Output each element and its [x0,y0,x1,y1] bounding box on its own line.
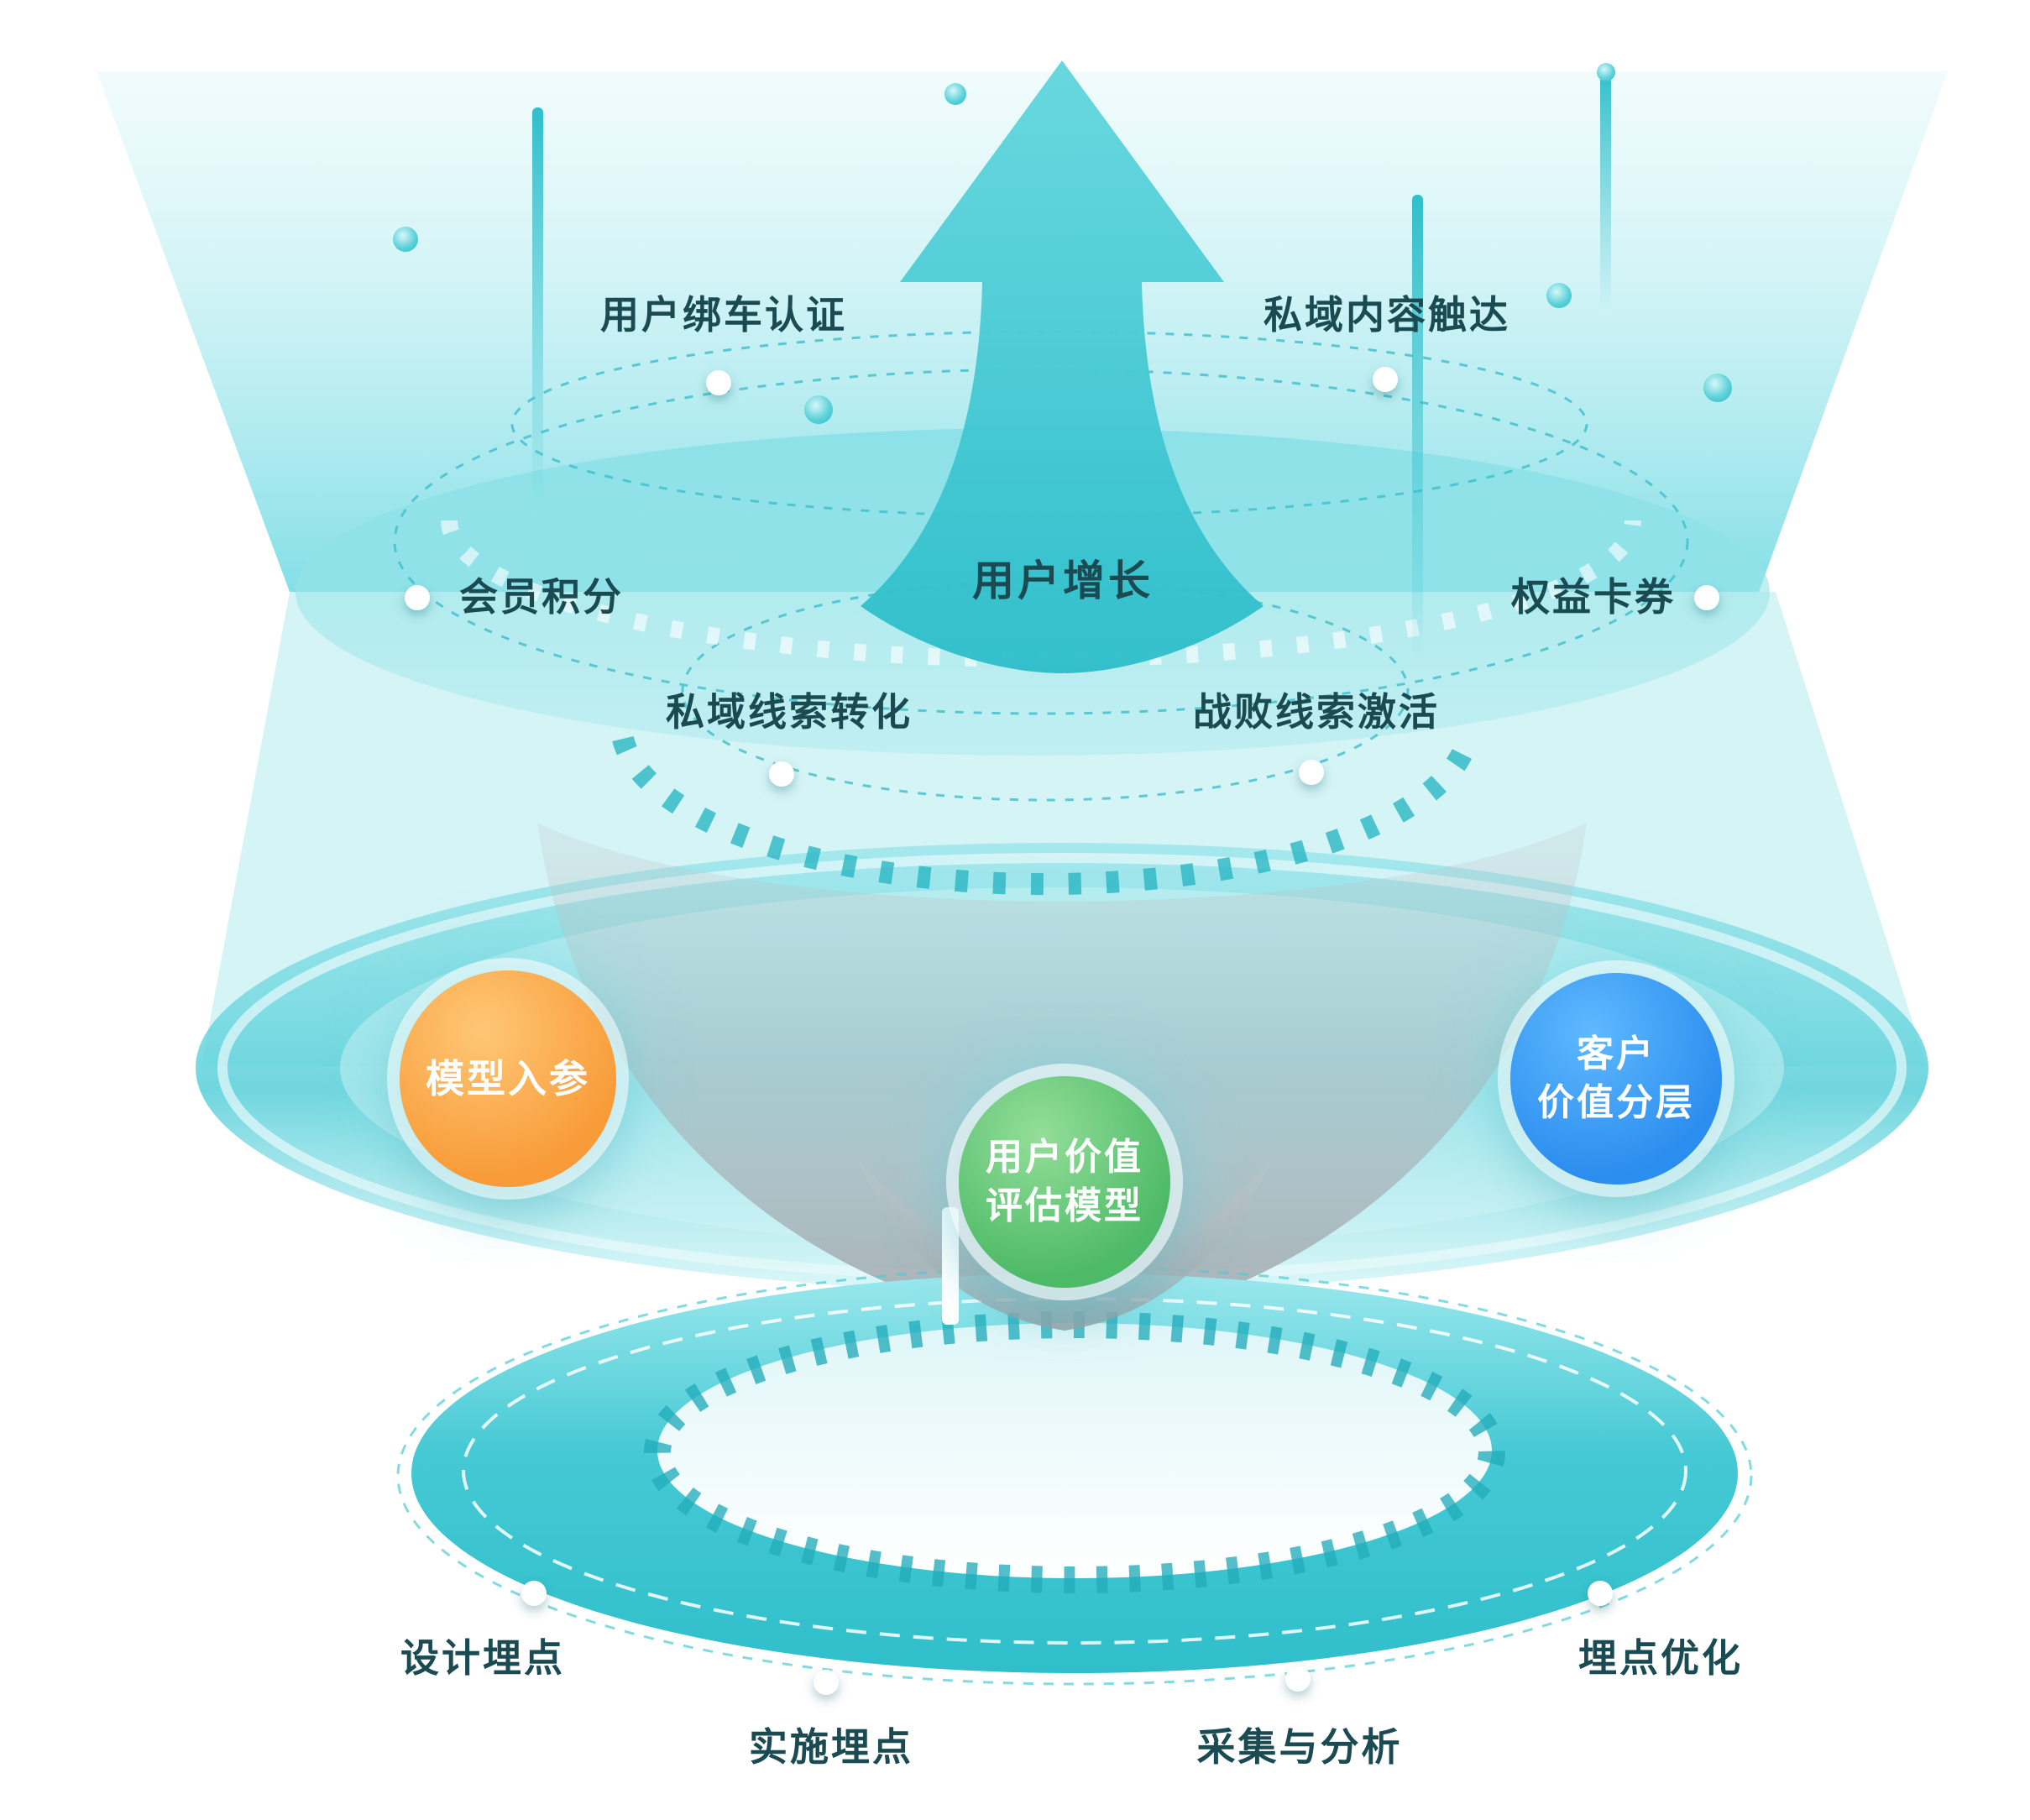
label-tracking-optimize: 埋点优化 [1578,1636,1743,1680]
bubble-icon [393,227,418,252]
label-user-growth: 用户增长 [972,557,1154,604]
label-user-car-binding: 用户绑车认证 [600,293,847,337]
light-beam [1600,67,1611,311]
node-user-value-model-line2: 评估模型 [986,1185,1143,1226]
bubble-icon [804,395,833,424]
bowl-ticks [612,735,1478,896]
label-lost-lead-activation: 战败线索激活 [1193,690,1440,734]
cone-slit [942,1207,959,1325]
node-user-value-model: 用户价值 评估模型 [959,1076,1170,1288]
cone-tip [856,1158,1273,1331]
node-model-input-label: 模型入参 [426,1056,590,1101]
label-benefit-cards: 权益卡券 [1511,575,1676,619]
node-customer-value-tier: 客户 价值分层 [1510,973,1722,1185]
base-ring [396,1266,1753,1686]
label-collect-analyze: 采集与分析 [1196,1725,1403,1769]
node-user-value-model-line1: 用户价值 [986,1136,1143,1178]
node-customer-value-tier-line1: 客户 [1577,1033,1656,1075]
label-implement-tracking: 实施埋点 [749,1725,913,1769]
label-dots [405,367,1719,1695]
label-private-lead-conversion: 私域线索转化 [666,690,913,734]
node-customer-value-tier-line2: 价值分层 [1537,1082,1695,1123]
bubble-icon [1703,374,1732,402]
light-beam [532,107,543,506]
label-design-tracking: 设计埋点 [400,1636,565,1680]
label-member-points: 会员积分 [459,575,624,619]
bubble-icon [944,83,966,105]
growth-arrow [861,60,1264,673]
inner-cone [537,823,1587,1325]
node-model-input: 模型入参 [400,970,616,1187]
bubble-icon [1546,283,1572,308]
light-beam [1412,195,1423,665]
label-private-content-reach: 私域内容触达 [1264,293,1510,337]
bubble-icon [1597,63,1615,81]
